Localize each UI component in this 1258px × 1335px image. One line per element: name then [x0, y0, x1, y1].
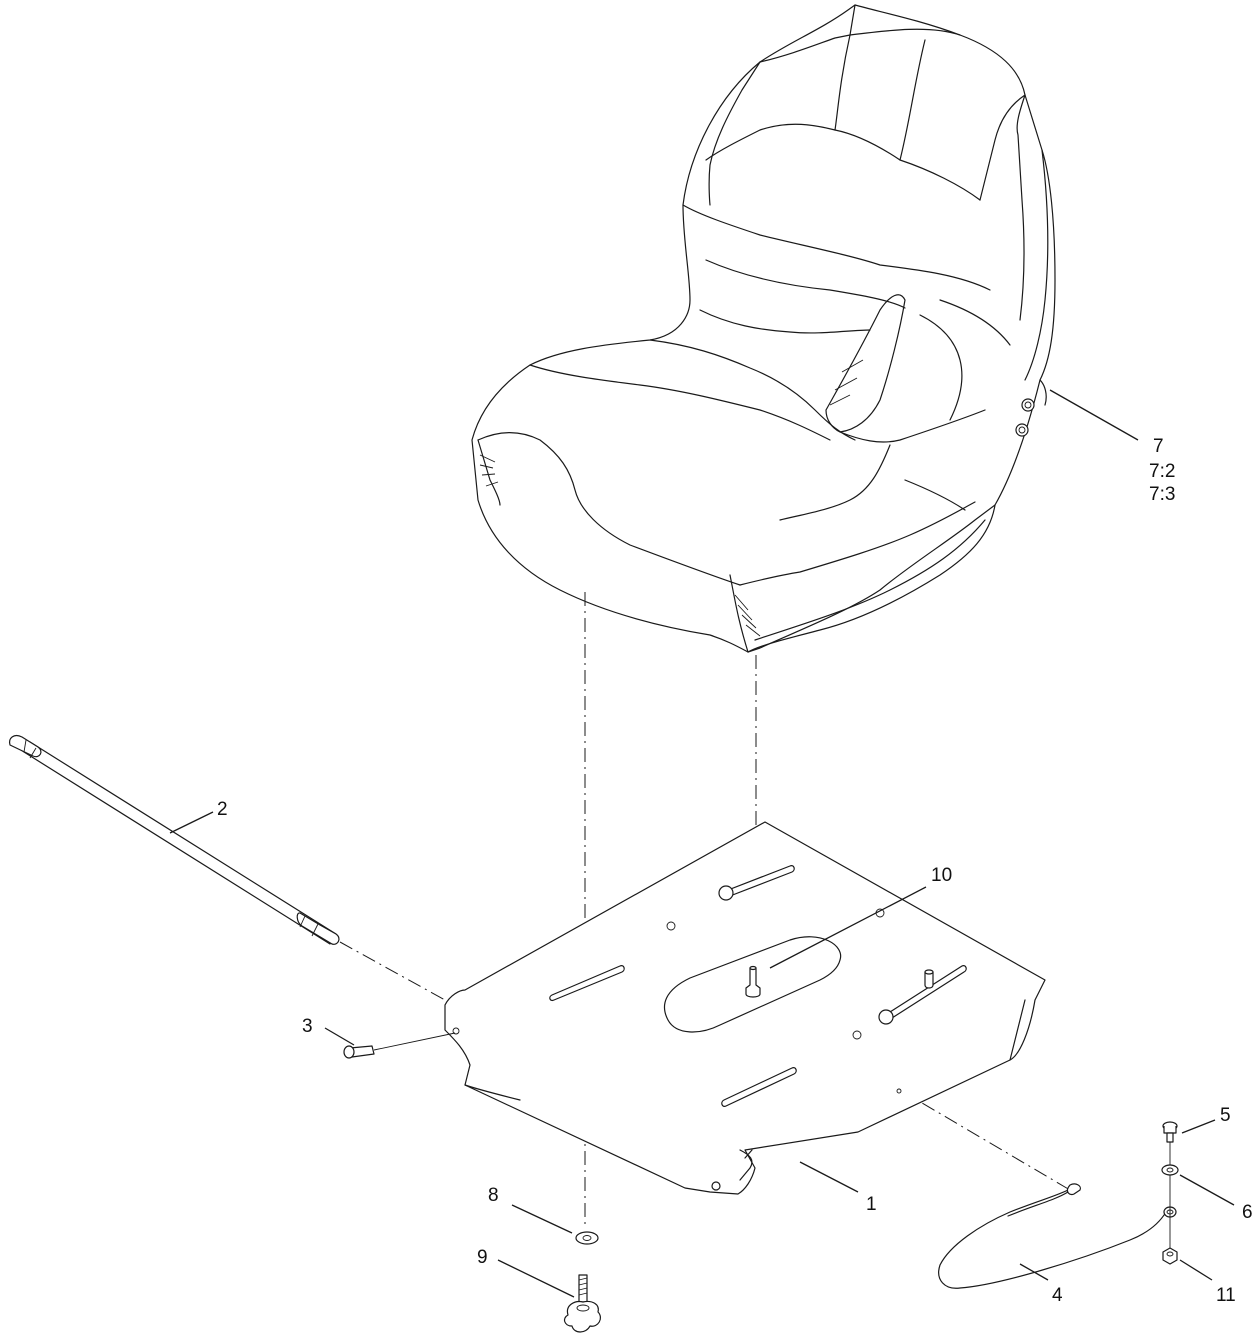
adjustment-rod — [9, 734, 340, 945]
tether-cable — [938, 1183, 1177, 1289]
clevis-pin — [343, 1032, 456, 1059]
callout-6: 6 — [1242, 1202, 1253, 1223]
callout-9: 9 — [477, 1247, 488, 1268]
callout-leaders — [169, 389, 1235, 1298]
callout-11: 11 — [1216, 1285, 1236, 1306]
callout-1: 1 — [866, 1194, 877, 1215]
callout-7-2: 7:2 — [1149, 461, 1175, 482]
flat-washer — [575, 1231, 599, 1245]
seat-cushion — [471, 4, 1056, 653]
callout-10: 10 — [931, 865, 952, 886]
screw-washer-nut-stack — [1161, 1121, 1179, 1265]
seat-mounting-plate — [444, 821, 1046, 1195]
callout-8: 8 — [488, 1185, 499, 1206]
star-knob — [563, 1274, 602, 1333]
center-stud — [745, 965, 761, 998]
callout-5: 5 — [1220, 1105, 1231, 1126]
callout-7: 7 — [1153, 436, 1164, 457]
callout-4: 4 — [1052, 1285, 1063, 1306]
callout-labels: 7 7:2 7:3 2 10 3 5 6 1 8 9 4 11 — [217, 436, 1253, 1306]
callout-3: 3 — [302, 1016, 313, 1037]
callout-2: 2 — [217, 799, 228, 820]
callout-7-3: 7:3 — [1149, 484, 1175, 505]
